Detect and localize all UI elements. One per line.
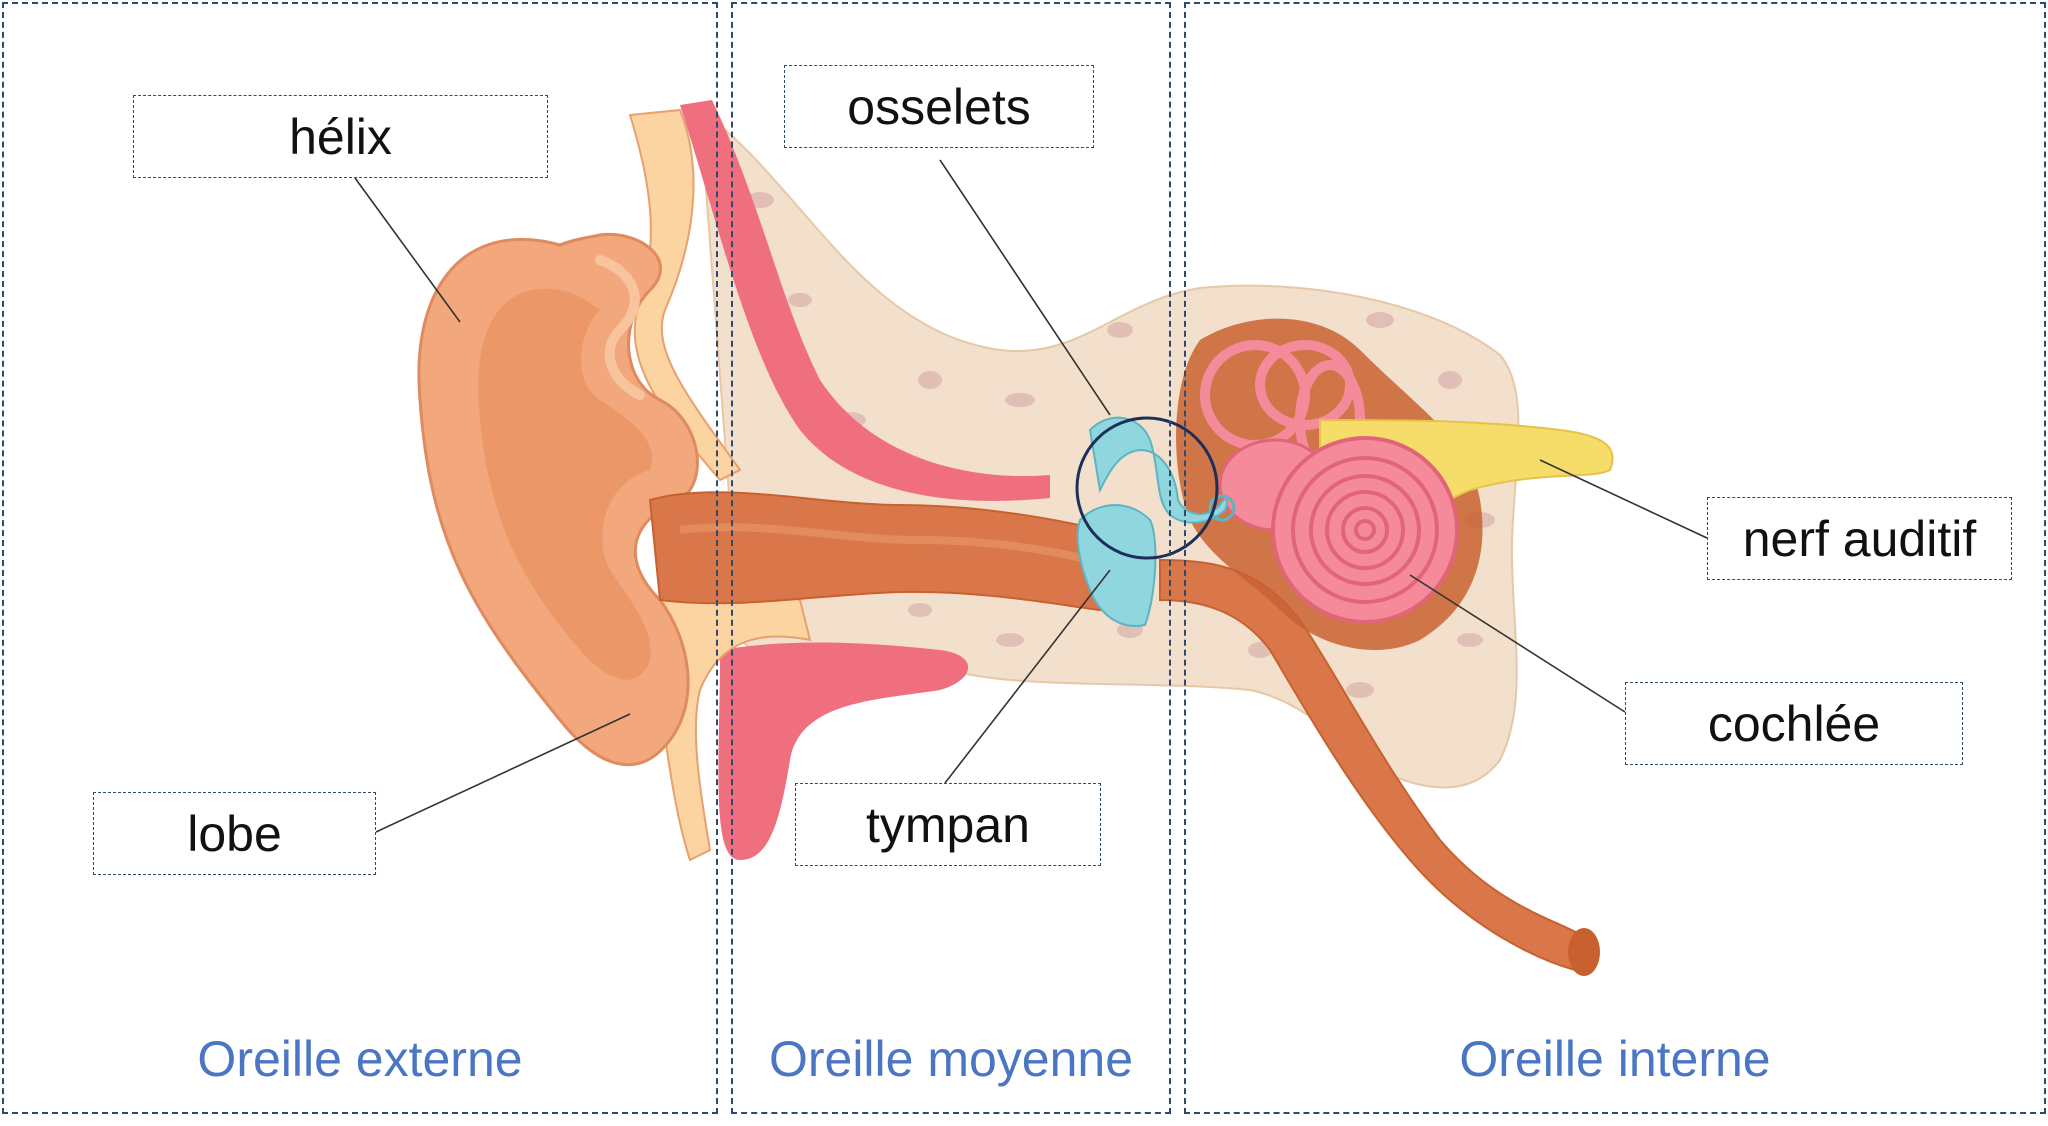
ossicles	[1088, 416, 1229, 524]
helix-fold	[595, 255, 645, 400]
section-middle-ear	[731, 2, 1171, 1114]
label-auditory-nerve: nerf auditif	[1707, 497, 2012, 580]
section-inner-ear	[1184, 2, 2046, 1114]
section-title-middle: Oreille moyenne	[768, 1031, 1134, 1087]
oval-window	[1208, 494, 1236, 522]
label-helix-text: hélix	[289, 108, 392, 165]
section-external-ear	[2, 2, 718, 1114]
leader-lines	[354, 159, 1708, 833]
pinna-inner	[478, 288, 652, 680]
osselets-leader	[939, 159, 1111, 416]
helix-leader	[354, 177, 461, 323]
tube-end	[1568, 928, 1600, 976]
ear-canal	[648, 491, 1101, 612]
label-lobe: lobe	[93, 792, 376, 875]
label-helix: hélix	[133, 95, 548, 178]
label-cochlea-text: cochlée	[1707, 695, 1881, 752]
section-title-external: Oreille externe	[197, 1031, 523, 1087]
label-tympan-text: tympan	[866, 796, 1030, 853]
label-osselets-text: osselets	[847, 78, 1031, 135]
lobe-leader	[375, 713, 631, 833]
label-auditory-nerve-text: nerf auditif	[1742, 510, 1977, 567]
label-cochlea: cochlée	[1625, 682, 1963, 765]
ear-canal-highlight	[679, 523, 1091, 564]
tympan-leader	[944, 569, 1111, 784]
label-osselets: osselets	[784, 65, 1094, 148]
cochlee-leader	[1409, 574, 1626, 713]
label-lobe-text: lobe	[187, 805, 282, 862]
lower-tissue	[718, 642, 969, 860]
bone-texture	[746, 192, 1495, 698]
section-title-inner: Oreille interne	[1459, 1031, 1771, 1087]
cochlea-spiral	[1291, 456, 1439, 604]
nerf-leader	[1539, 459, 1708, 539]
label-tympan: tympan	[795, 783, 1101, 866]
ossicles-highlight-circle	[1075, 416, 1219, 560]
